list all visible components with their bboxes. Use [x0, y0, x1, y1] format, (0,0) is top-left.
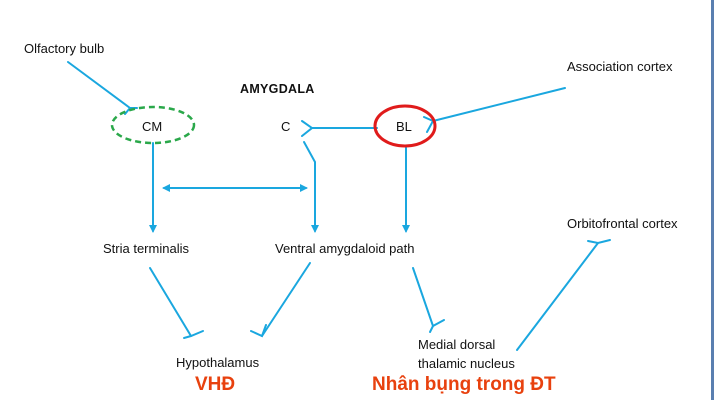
- stria-terminalis-label: Stria terminalis: [103, 241, 189, 256]
- ventral-amygdaloid-path-label: Ventral amygdaloid path: [275, 241, 415, 256]
- hypothalamus-label: Hypothalamus: [176, 355, 260, 370]
- orbitofrontal-to-medial-line: [516, 242, 599, 351]
- stria-to-hypothalamus-line: [149, 267, 192, 337]
- medial-dorsal-label-line1: Medial dorsal: [418, 337, 496, 352]
- bl-label: BL: [396, 119, 412, 134]
- ventral-to-medial-line: [412, 267, 434, 327]
- cm-highlight-ellipse: [110, 105, 196, 145]
- c-to-ventral-line: [303, 141, 319, 233]
- c-label: C: [281, 119, 291, 134]
- association-to-bl-line: [432, 87, 566, 122]
- ventral-to-hypothalamus-line: [261, 262, 311, 337]
- vhd-annotation: VHĐ: [195, 374, 236, 395]
- association-cortex-label: Association cortex: [567, 59, 673, 74]
- orbitofrontal-cortex-label: Orbitofrontal cortex: [567, 216, 678, 231]
- right-edge-rule: [711, 0, 714, 400]
- amygdala-title: AMYGDALA: [240, 82, 315, 96]
- nhan-bung-annotation: Nhân bụng trong ĐT: [372, 374, 556, 395]
- bl-highlight-ellipse: [373, 104, 437, 148]
- olfactory-to-cm-line: [67, 61, 131, 109]
- olfactory-bulb-label: Olfactory bulb: [24, 41, 105, 56]
- cm-label: CM: [142, 119, 163, 134]
- medial-dorsal-label-line2: thalamic nucleus: [418, 356, 515, 371]
